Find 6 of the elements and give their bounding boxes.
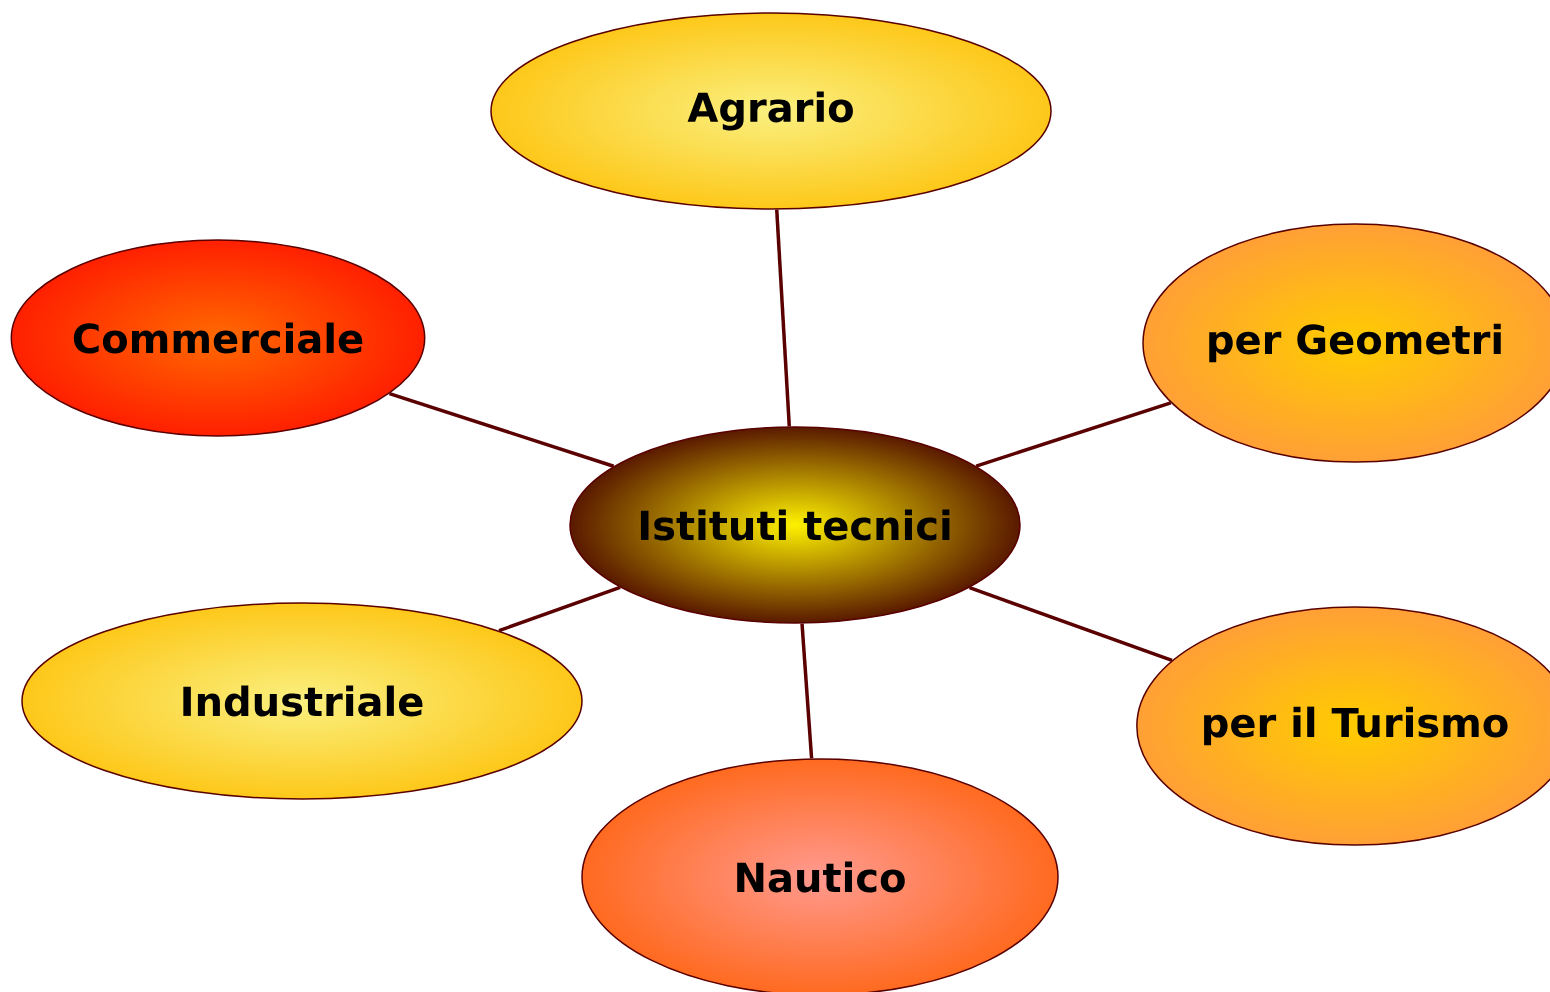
connector-line xyxy=(975,401,1172,468)
connector-line xyxy=(388,391,615,468)
connector-line xyxy=(498,585,621,633)
connector-line xyxy=(968,586,1173,662)
connector-line xyxy=(775,209,792,427)
connector-line xyxy=(800,623,814,759)
